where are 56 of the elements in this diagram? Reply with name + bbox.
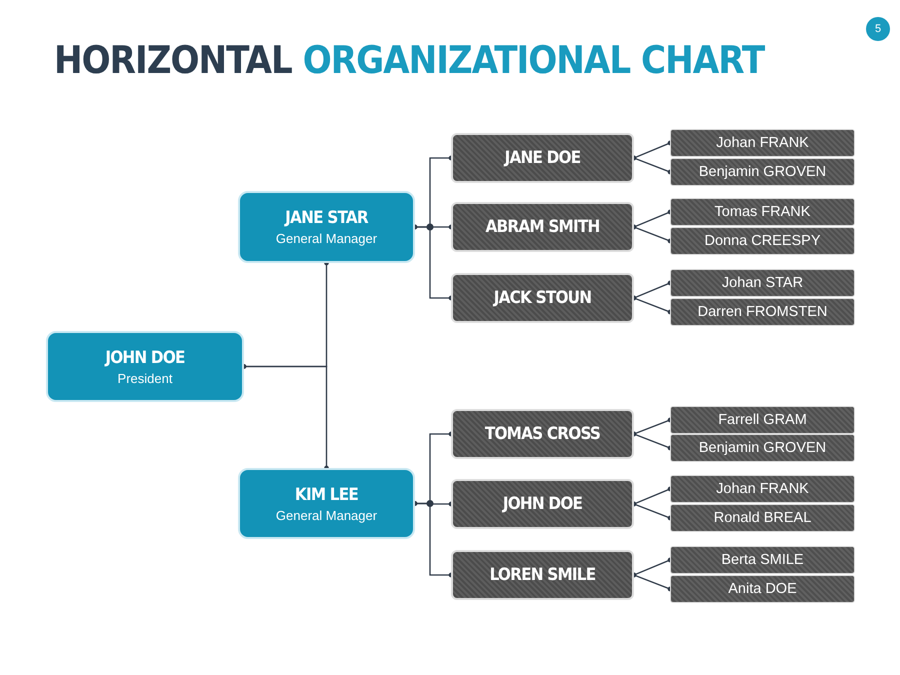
name-text: Benjamin GROVEN: [698, 164, 826, 180]
role-text: General Manager: [276, 231, 378, 246]
name-text: Berta SMILE: [721, 552, 804, 568]
page-number: 5: [866, 17, 890, 41]
connector-line: [632, 156, 672, 174]
name-text: JANE DOE: [504, 148, 580, 168]
team-lead-box: [451, 479, 634, 529]
employee-box: [670, 406, 855, 434]
team-lead-box: [451, 273, 634, 323]
manager-box: [238, 468, 415, 539]
name-text: ABRAM SMITH: [485, 217, 600, 237]
connector-line: [242, 364, 329, 470]
manager-box: [46, 331, 244, 402]
name-text: LOREN SMILE: [490, 565, 596, 585]
employee-box: [670, 298, 855, 326]
employee-box: [670, 269, 855, 297]
name-text: JACK STOUN: [494, 288, 592, 308]
name-text: Ronald BREAL: [714, 510, 812, 526]
team-lead-box: [451, 202, 634, 252]
employee-box: [670, 475, 855, 503]
connector-line: [632, 502, 672, 520]
name-text: Darren FROMSTEN: [698, 304, 828, 320]
team-lead-box: [451, 133, 634, 183]
connector-line: [632, 296, 672, 314]
name-text: Benjamin GROVEN: [698, 440, 826, 456]
employee-box: [670, 434, 855, 462]
connector-line: [632, 432, 672, 450]
employee-box: [670, 504, 855, 532]
name-text: Tomas FRANK: [714, 204, 810, 220]
connector-line: [412, 224, 454, 300]
team-lead-box: [451, 409, 634, 459]
name-text: Anita DOE: [728, 581, 797, 597]
connector-line: [412, 501, 454, 578]
employee-box: [670, 227, 855, 255]
employee-box: [670, 546, 855, 574]
employee-box: [670, 198, 855, 226]
employee-box: [670, 158, 855, 186]
name-text: Donna CREESPY: [704, 233, 821, 249]
connector-line: [632, 572, 672, 592]
name-text: Johan FRANK: [716, 481, 809, 497]
name-text: TOMAS CROSS: [484, 424, 600, 444]
connector-line: [632, 224, 672, 244]
role-text: General Manager: [276, 508, 378, 522]
role-text: President: [118, 370, 172, 386]
name-text: JANE STAR: [285, 208, 368, 228]
name-text: Johan FRANK: [716, 135, 809, 151]
name-text: Johan STAR: [722, 275, 804, 291]
manager-box: [238, 191, 415, 263]
employee-box: [670, 129, 855, 157]
title: HORIZONTAL ORGANIZATIONAL CHART: [54, 38, 764, 82]
name-text: KIM LEE: [294, 484, 358, 504]
name-text: Farrell GRAM: [718, 412, 807, 428]
name-text: JOHN DOE: [105, 348, 185, 368]
team-lead-box: [451, 550, 634, 600]
name-text: JOHN DOE: [502, 494, 582, 514]
employee-box: [670, 575, 855, 603]
